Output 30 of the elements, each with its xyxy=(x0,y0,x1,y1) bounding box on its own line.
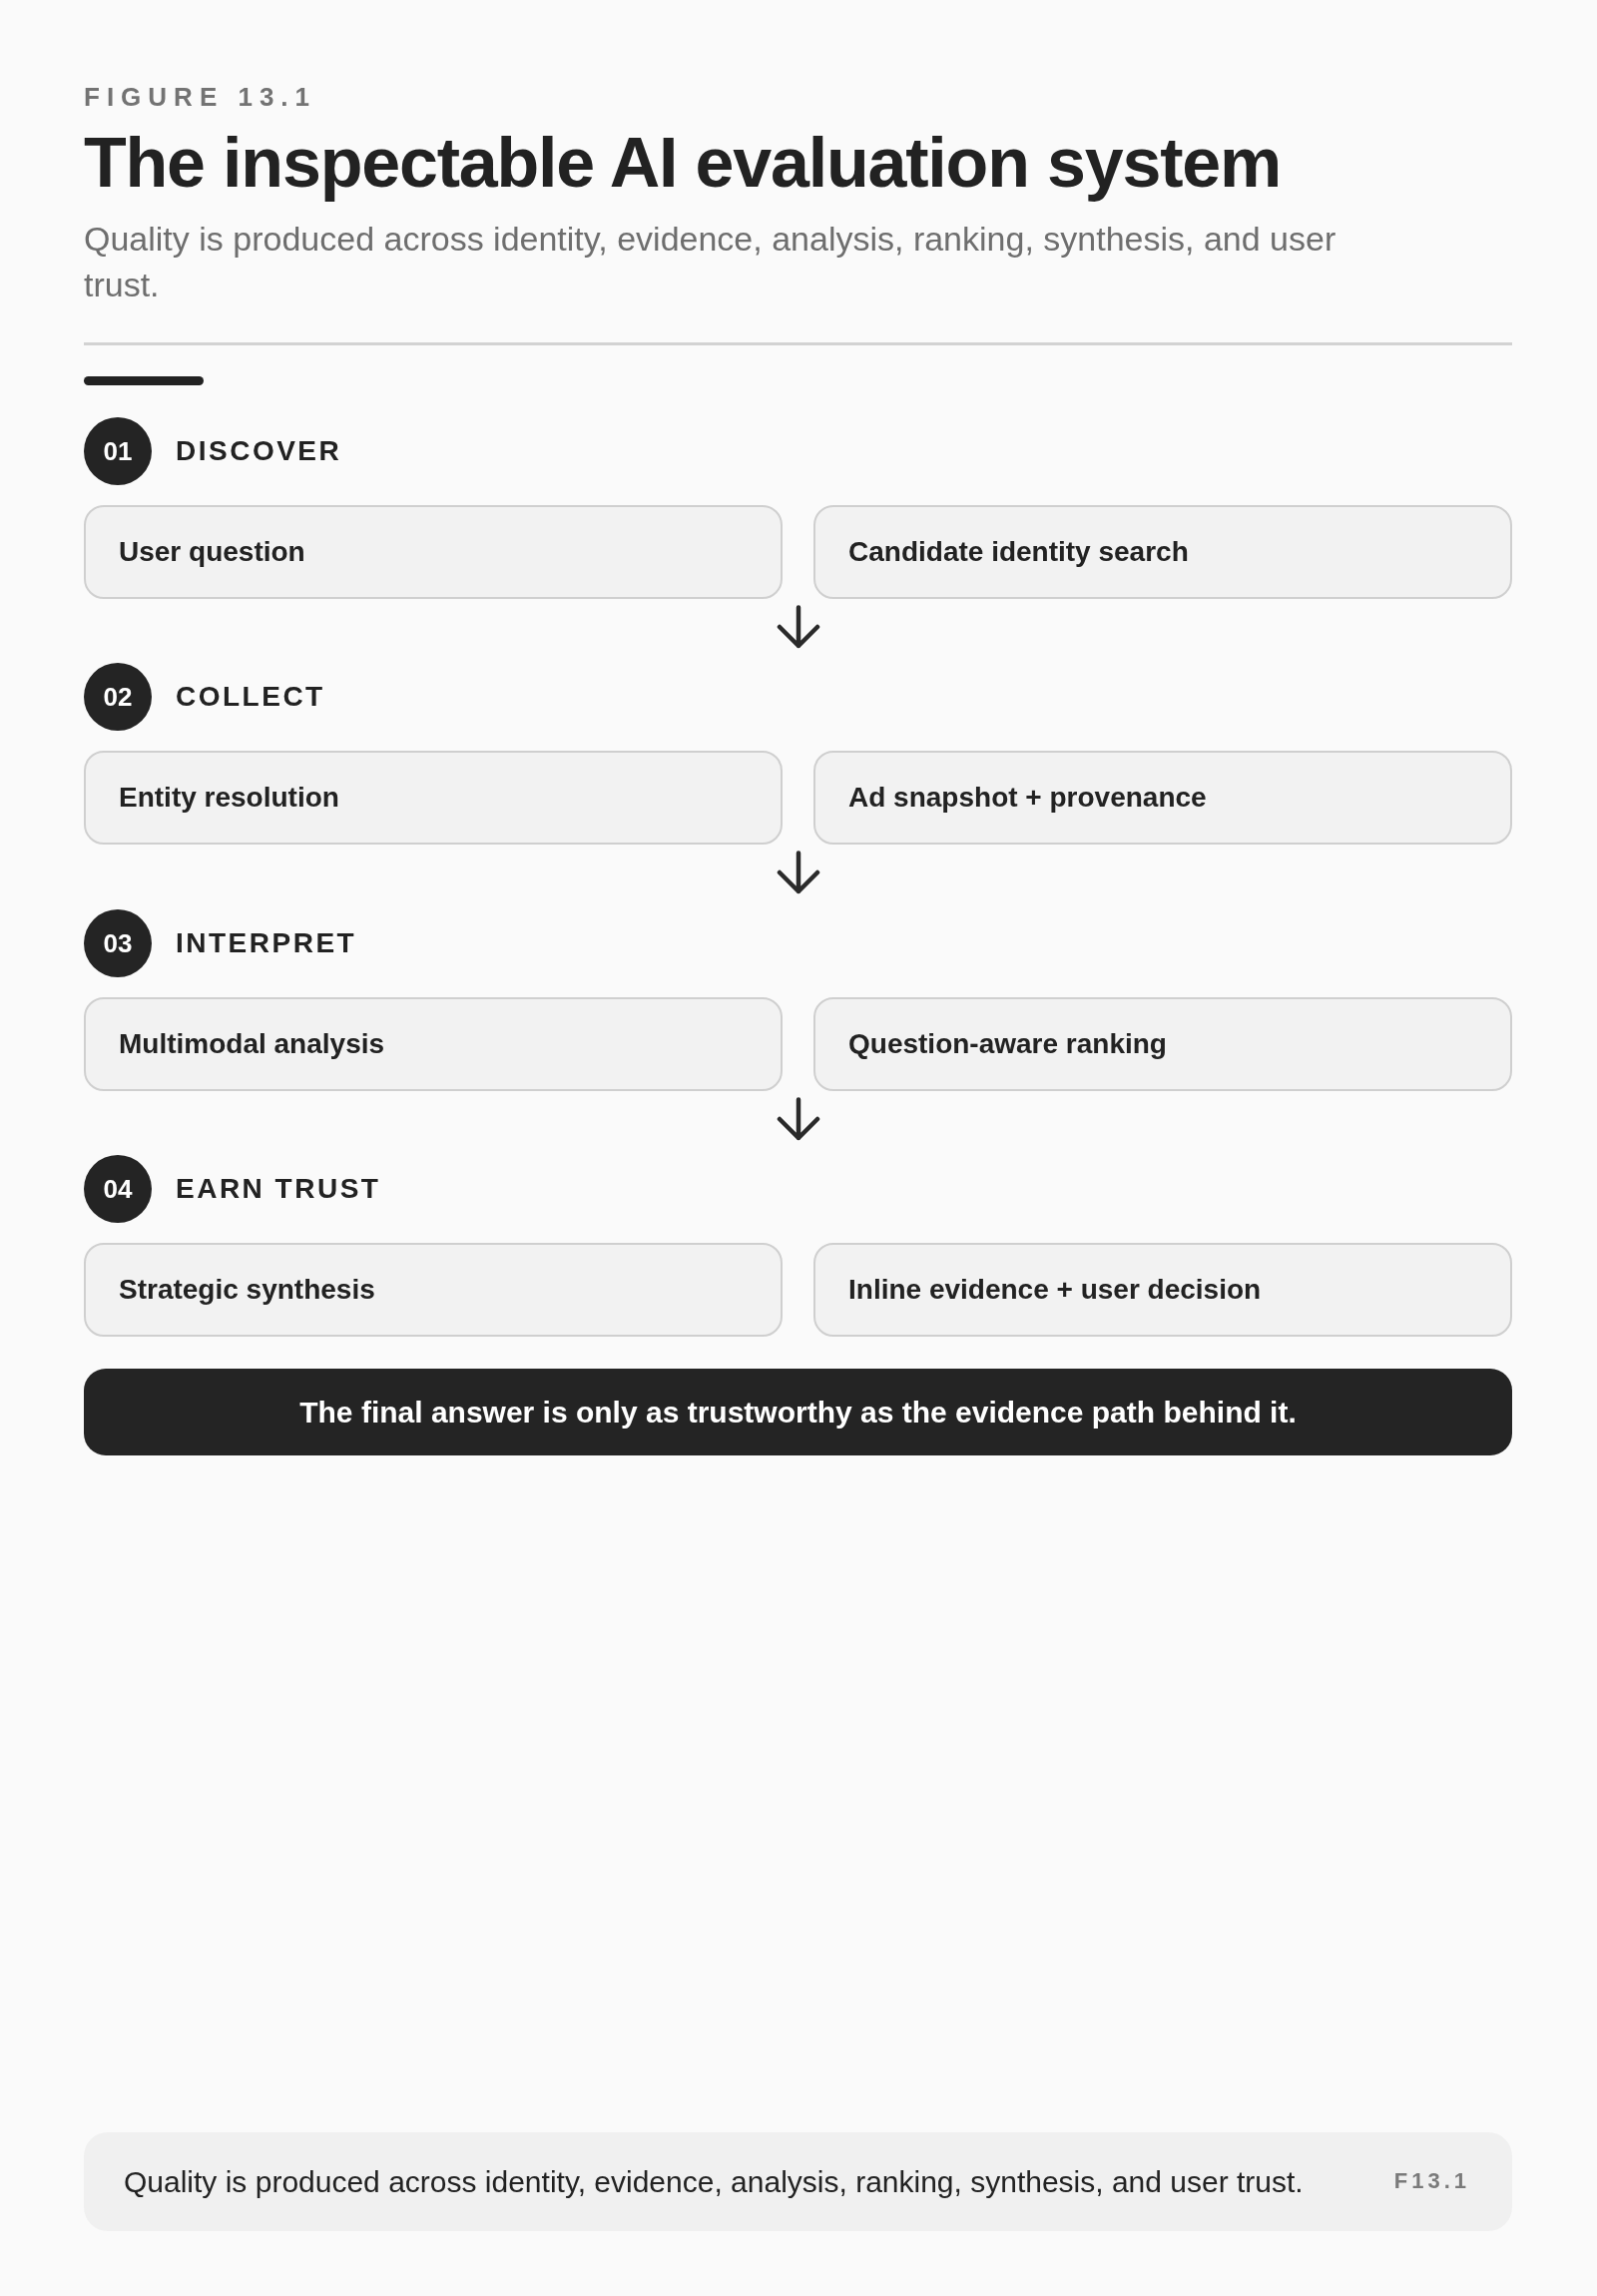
step-box xyxy=(813,751,1512,845)
figure-code: F13.1 xyxy=(1393,2168,1470,2195)
step-label: User question xyxy=(119,535,305,569)
stage-heading: INTERPRET xyxy=(176,929,357,957)
figure-number: FIGURE 13.1 xyxy=(84,84,317,110)
step-number: 02 xyxy=(103,684,133,710)
step-box xyxy=(84,997,783,1091)
step-box xyxy=(84,751,783,845)
stage-heading: EARN TRUST xyxy=(176,1175,381,1203)
step-label: Ad snapshot + provenance xyxy=(848,781,1207,815)
step-box xyxy=(813,505,1512,599)
conclusion-banner xyxy=(84,1369,1512,1455)
subtitle: Quality is produced across identity, evidence, analysis, ranking, synthesis, and user trust. xyxy=(84,219,1337,305)
step-label: Inline evidence + user decision xyxy=(848,1273,1262,1307)
step-number: 01 xyxy=(103,438,133,464)
stage-heading: DISCOVER xyxy=(176,437,342,465)
step-number: 04 xyxy=(103,1176,133,1202)
step-label: Question-aware ranking xyxy=(848,1027,1167,1061)
step-box xyxy=(813,997,1512,1091)
step-label: Entity resolution xyxy=(119,781,339,815)
step-box xyxy=(84,1243,783,1337)
stage-heading: COLLECT xyxy=(176,683,325,711)
conclusion-text: The final answer is only as trustworthy as the evidence path behind it. xyxy=(299,1394,1297,1431)
step-label: Candidate identity search xyxy=(848,535,1189,569)
step-label: Strategic synthesis xyxy=(119,1273,375,1307)
step-box xyxy=(813,1243,1512,1337)
step-box xyxy=(84,505,783,599)
caption-text: Quality is produced across identity, evidence, analysis, ranking, synthesis, and user trust. xyxy=(124,2163,1304,2200)
step-number: 03 xyxy=(103,930,133,956)
step-label: Multimodal analysis xyxy=(119,1027,385,1061)
